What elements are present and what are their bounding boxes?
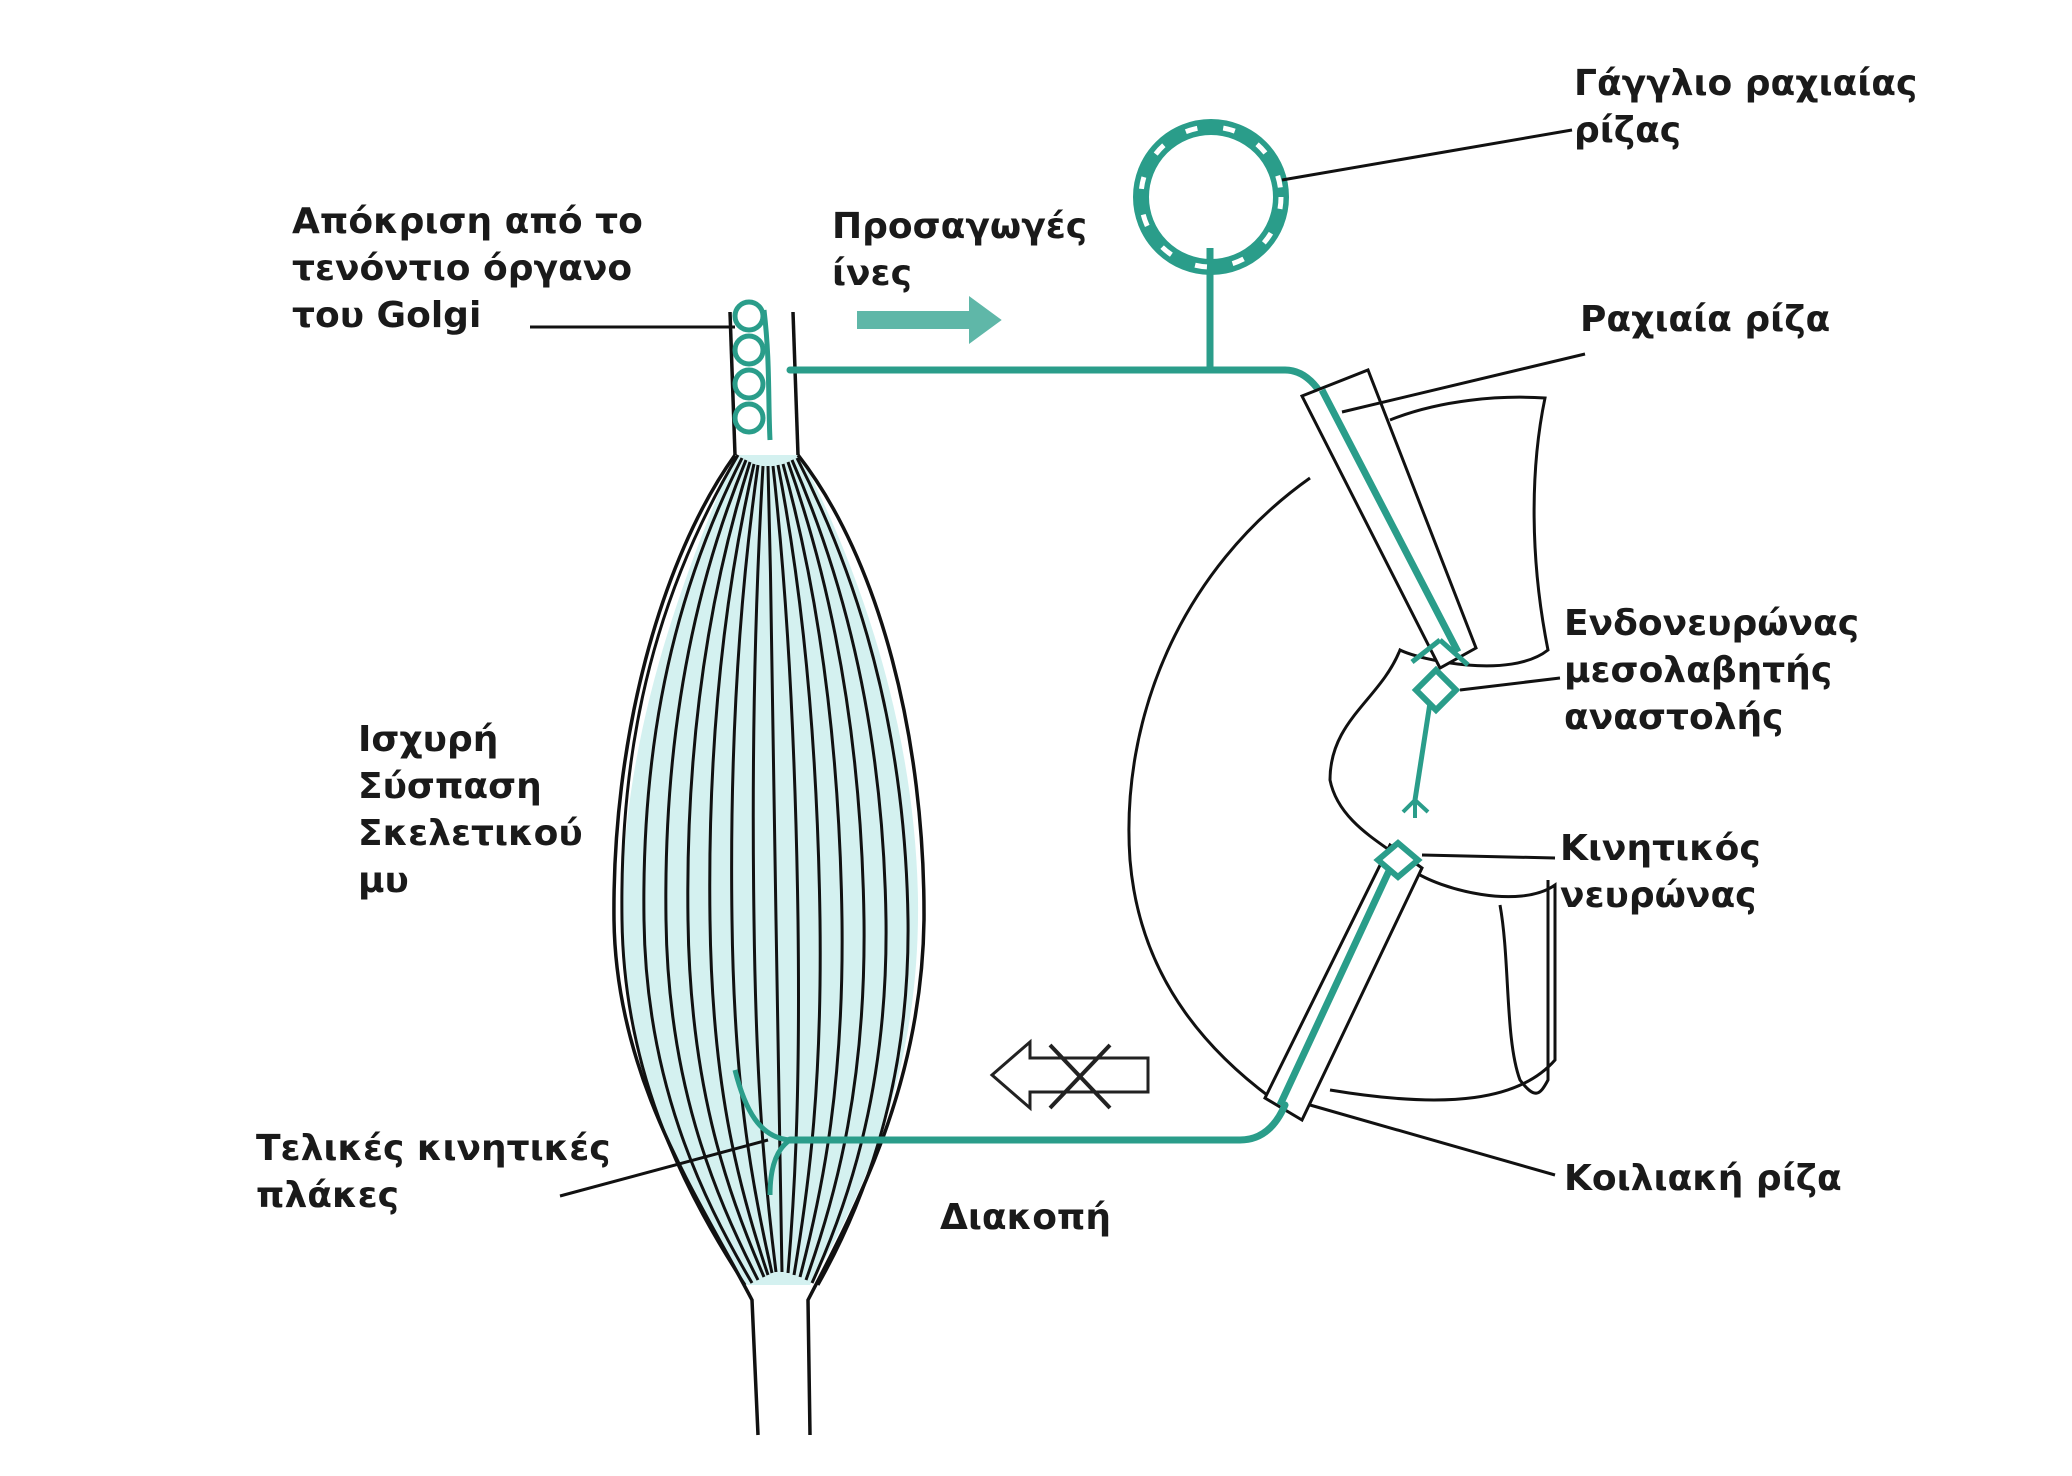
label-ventral-root: Κοιλιακή ρίζα bbox=[1564, 1158, 1842, 1199]
label-motor-end-plates: Τελικές κινητικές πλάκες bbox=[256, 1128, 611, 1216]
receptor-ring bbox=[732, 299, 766, 333]
muscle-fiber bbox=[781, 463, 844, 1278]
muscle-fiber bbox=[771, 465, 801, 1274]
label-muscle-contraction: Ισχυρή Σύσπαση Σκελετικού μυ bbox=[358, 719, 583, 901]
leader-endplate bbox=[559, 1138, 769, 1198]
muscle-fiber bbox=[620, 454, 747, 1286]
dorsal-root-ganglion bbox=[1133, 119, 1289, 275]
label-afferent-fibers: Προσαγωγές ίνες bbox=[832, 206, 1088, 294]
spinal-cord-section bbox=[1127, 395, 1557, 1120]
tendon-outline bbox=[612, 311, 926, 1436]
efferent-fiber bbox=[786, 1101, 1289, 1144]
label-interruption: Διακοπή bbox=[940, 1197, 1112, 1238]
receptor-ring bbox=[732, 333, 766, 367]
gray-matter-outline bbox=[1328, 395, 1557, 1102]
motor-end-plate-branches bbox=[732, 1069, 792, 1196]
muscle-fiber bbox=[790, 459, 888, 1284]
label-motor-neuron: Κινητικός νευρώνας bbox=[1560, 828, 1761, 916]
muscle-fiber bbox=[730, 464, 774, 1274]
inhibitory-interneuron bbox=[1401, 665, 1461, 818]
muscle-outline-right bbox=[796, 453, 926, 1436]
muscle-fiber bbox=[664, 459, 760, 1281]
muscle-fibers bbox=[620, 454, 910, 1286]
leader-motor-neuron bbox=[1421, 853, 1556, 860]
muscle-fiber bbox=[751, 465, 778, 1273]
leader-ganglion bbox=[1281, 128, 1573, 182]
muscle-belly bbox=[621, 455, 919, 1285]
upper-tendon-left bbox=[728, 311, 737, 456]
muscle-fiber bbox=[708, 463, 770, 1276]
receptor-ring bbox=[732, 401, 766, 435]
label-dorsal-root-ganglion: Γάγγλιο ραχιαίας ρίζας bbox=[1574, 63, 1918, 151]
upper-tendon-right bbox=[791, 311, 800, 456]
receptor-fiber bbox=[761, 309, 773, 441]
label-inhibitory-interneuron: Ενδονευρώνας μεσολαβητής αναστολής bbox=[1564, 603, 1860, 738]
receptor-ring bbox=[732, 367, 766, 401]
muscle-fiber bbox=[786, 461, 866, 1281]
motor-neuron bbox=[1263, 839, 1424, 1123]
leader-dorsal-root bbox=[1341, 352, 1586, 414]
leader-ventral-root bbox=[1309, 1103, 1556, 1177]
afferent-arrow-icon bbox=[857, 296, 1002, 344]
muscle-outline-left bbox=[612, 453, 760, 1436]
interruption-arrow-icon bbox=[989, 1038, 1150, 1112]
muscle-fiber bbox=[776, 464, 822, 1276]
leader-interneuron bbox=[1459, 676, 1561, 692]
leader-lines bbox=[530, 128, 1586, 1198]
muscle-fiber bbox=[642, 457, 754, 1284]
ventral-horn-edge bbox=[1498, 880, 1550, 1095]
muscle-fiber bbox=[686, 461, 766, 1278]
dorsal-root bbox=[1299, 368, 1478, 671]
golgi-tendon-organ bbox=[732, 299, 773, 441]
label-golgi-response: Απόκριση από το τενόντιο όργανο του Golg… bbox=[292, 201, 643, 336]
muscle-fiber bbox=[766, 465, 784, 1273]
label-dorsal-root: Ραχιαία ρίζα bbox=[1580, 299, 1831, 340]
spinal-cord-outer bbox=[1127, 476, 1311, 1120]
